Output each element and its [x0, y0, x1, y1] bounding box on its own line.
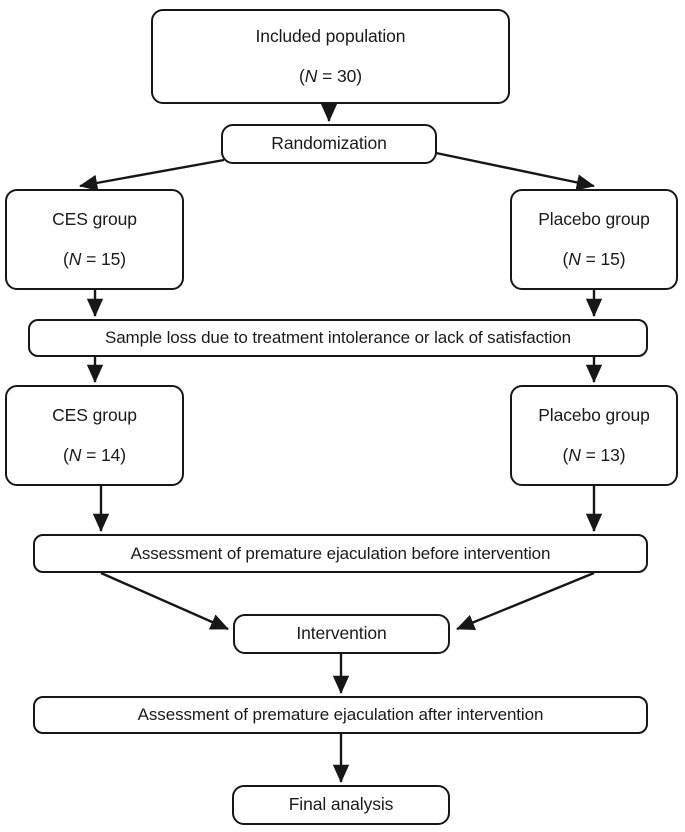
node-included-population-count: (N = 30)	[299, 65, 362, 86]
node-final-analysis: Final analysis	[232, 785, 450, 825]
n-symbol: N	[68, 444, 82, 465]
n-value: = 14)	[86, 444, 126, 465]
node-randomization-label: Randomization	[271, 133, 387, 154]
node-intervention-label: Intervention	[296, 623, 387, 644]
edge-randomization-to-placebo1	[435, 151, 595, 191]
node-assessment-after-label: Assessment of premature ejaculation afte…	[137, 705, 544, 725]
node-ces-group-1-count: (N = 15)	[63, 248, 126, 269]
n-symbol: N	[568, 248, 581, 269]
node-ces-group-1: CES group (N = 15)	[5, 189, 184, 290]
node-assessment-before-label: Assessment of premature ejaculation befo…	[130, 543, 551, 563]
node-placebo-group-1-count: (N = 15)	[562, 248, 626, 269]
node-placebo-group-2: Placebo group (N = 13)	[510, 385, 678, 486]
node-placebo-group-2-label: Placebo group	[538, 404, 650, 425]
n-symbol: N	[568, 444, 581, 465]
node-assessment-before: Assessment of premature ejaculation befo…	[33, 534, 648, 573]
edge-assessment-before-to-intervention-right	[456, 571, 595, 631]
node-ces-group-1-label: CES group	[52, 208, 137, 229]
node-randomization: Randomization	[221, 124, 437, 164]
node-ces-group-2: CES group (N = 14)	[5, 385, 184, 486]
n-symbol: N	[68, 248, 82, 269]
node-placebo-group-2-count: (N = 13)	[562, 444, 626, 465]
n-value: = 15)	[86, 248, 126, 269]
n-value: = 13)	[585, 444, 626, 465]
node-placebo-group-1-label: Placebo group	[538, 208, 650, 229]
node-ces-group-2-count: (N = 14)	[63, 444, 126, 465]
node-included-population-label: Included population	[255, 25, 406, 46]
node-included-population: Included population (N = 30)	[151, 9, 510, 104]
n-value: = 15)	[585, 248, 626, 269]
n-value: = 30)	[322, 65, 362, 86]
node-sample-loss-label: Sample loss due to treatment intolerance…	[104, 328, 572, 348]
node-final-analysis-label: Final analysis	[288, 794, 394, 815]
node-sample-loss: Sample loss due to treatment intolerance…	[28, 319, 648, 357]
node-intervention: Intervention	[233, 614, 450, 654]
node-assessment-after: Assessment of premature ejaculation afte…	[33, 696, 648, 734]
n-symbol: N	[304, 65, 318, 86]
node-ces-group-2-label: CES group	[52, 404, 137, 425]
node-placebo-group-1: Placebo group (N = 15)	[510, 189, 678, 290]
edge-randomization-to-ces1	[79, 158, 225, 191]
edge-assessment-before-to-intervention-left	[100, 571, 229, 631]
